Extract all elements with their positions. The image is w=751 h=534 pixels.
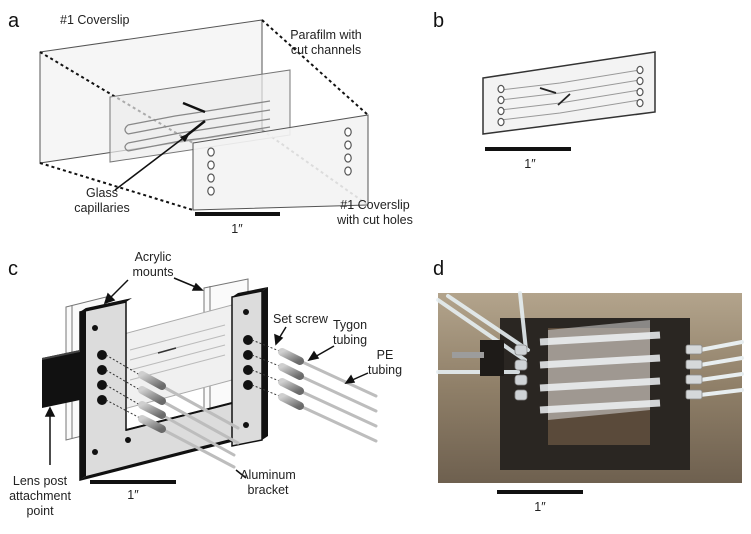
label-lens-line2: attachment [9,489,71,503]
panel-letter-b: b [433,10,445,32]
label-aluminum-line1: Aluminum [240,468,296,482]
assembled-chip [482,51,656,135]
label-set-screw: Set screw [273,312,328,326]
panel-letter-c: c [8,258,18,280]
glass-arrow-head [180,133,190,142]
label-tygon: Tygon tubing [320,318,380,348]
panel-letter-d: d [433,258,445,280]
scale-label-c: 1″ [127,488,139,502]
photo-left-tubes [436,291,530,401]
scale-label-d: 1″ [534,500,546,514]
panel-d-photo [436,291,744,494]
label-glass-line1: Glass [86,186,118,200]
chip-capillary-1 [539,87,557,94]
panel-letter-a: a [8,10,20,32]
label-acrylic-mounts: Acrylic mounts [118,250,188,280]
scale-bar-a [195,212,280,216]
label-coverslip-holes: #1 Coverslip with cut holes [325,198,425,228]
label-coverslip-holes-line1: #1 Coverslip [340,198,410,212]
label-parafilm-line2: cut channels [290,43,362,57]
scale-label-b: 1″ [524,157,536,171]
label-tygon-line1: Tygon [332,318,368,332]
scale-bar-c [90,480,176,484]
label-lens-line1: Lens post [12,474,68,488]
photo-screw [452,352,484,358]
mount-capillary [157,347,177,354]
label-lens-line3: point [26,504,54,518]
capillary-1 [182,101,206,114]
panel-c-diagram [42,277,378,484]
panel-b-diagram [482,51,656,151]
label-parafilm: Parafilm with cut channels [276,28,376,58]
bottom-coverslip [192,114,369,211]
label-glass-line2: capillaries [74,201,130,215]
left-tubing-set [138,371,240,469]
label-parafilm-line1: Parafilm with [290,28,362,42]
tube-guide-lines [105,339,283,419]
scale-bar-b [485,147,571,151]
glass-arrow [114,135,187,191]
label-tygon-line2: tubing [332,333,368,347]
photo-channels [539,331,661,414]
panel-a-diagram [39,19,369,216]
label-aluminum-line2: bracket [247,483,289,497]
photo-right-tubes [685,340,744,400]
scale-bar-d [497,490,583,494]
bracket-holes [92,309,253,455]
label-lens-post: Lens post attachment point [4,474,76,519]
photo-glass-chip [548,320,650,420]
coverslip-holes [207,127,352,196]
chip-holes [497,65,644,127]
label-acrylic-line2: mounts [132,265,174,279]
label-coverslip-top: #1 Coverslip [60,13,130,27]
right-tubing-set [278,348,378,443]
label-pe-tubing: PE tubing [360,348,410,378]
scale-label-a: 1″ [231,222,243,236]
label-coverslip-holes-line2: with cut holes [337,213,413,227]
label-aluminum-bracket: Aluminum bracket [228,468,308,498]
label-acrylic-line1: Acrylic [134,250,172,264]
label-pe-line1: PE [376,348,394,362]
chip-capillary-2 [557,93,571,106]
label-pe-line2: tubing [367,363,403,377]
label-glass-capillaries: Glass capillaries [66,186,138,216]
panel-c-arrows [44,277,369,479]
